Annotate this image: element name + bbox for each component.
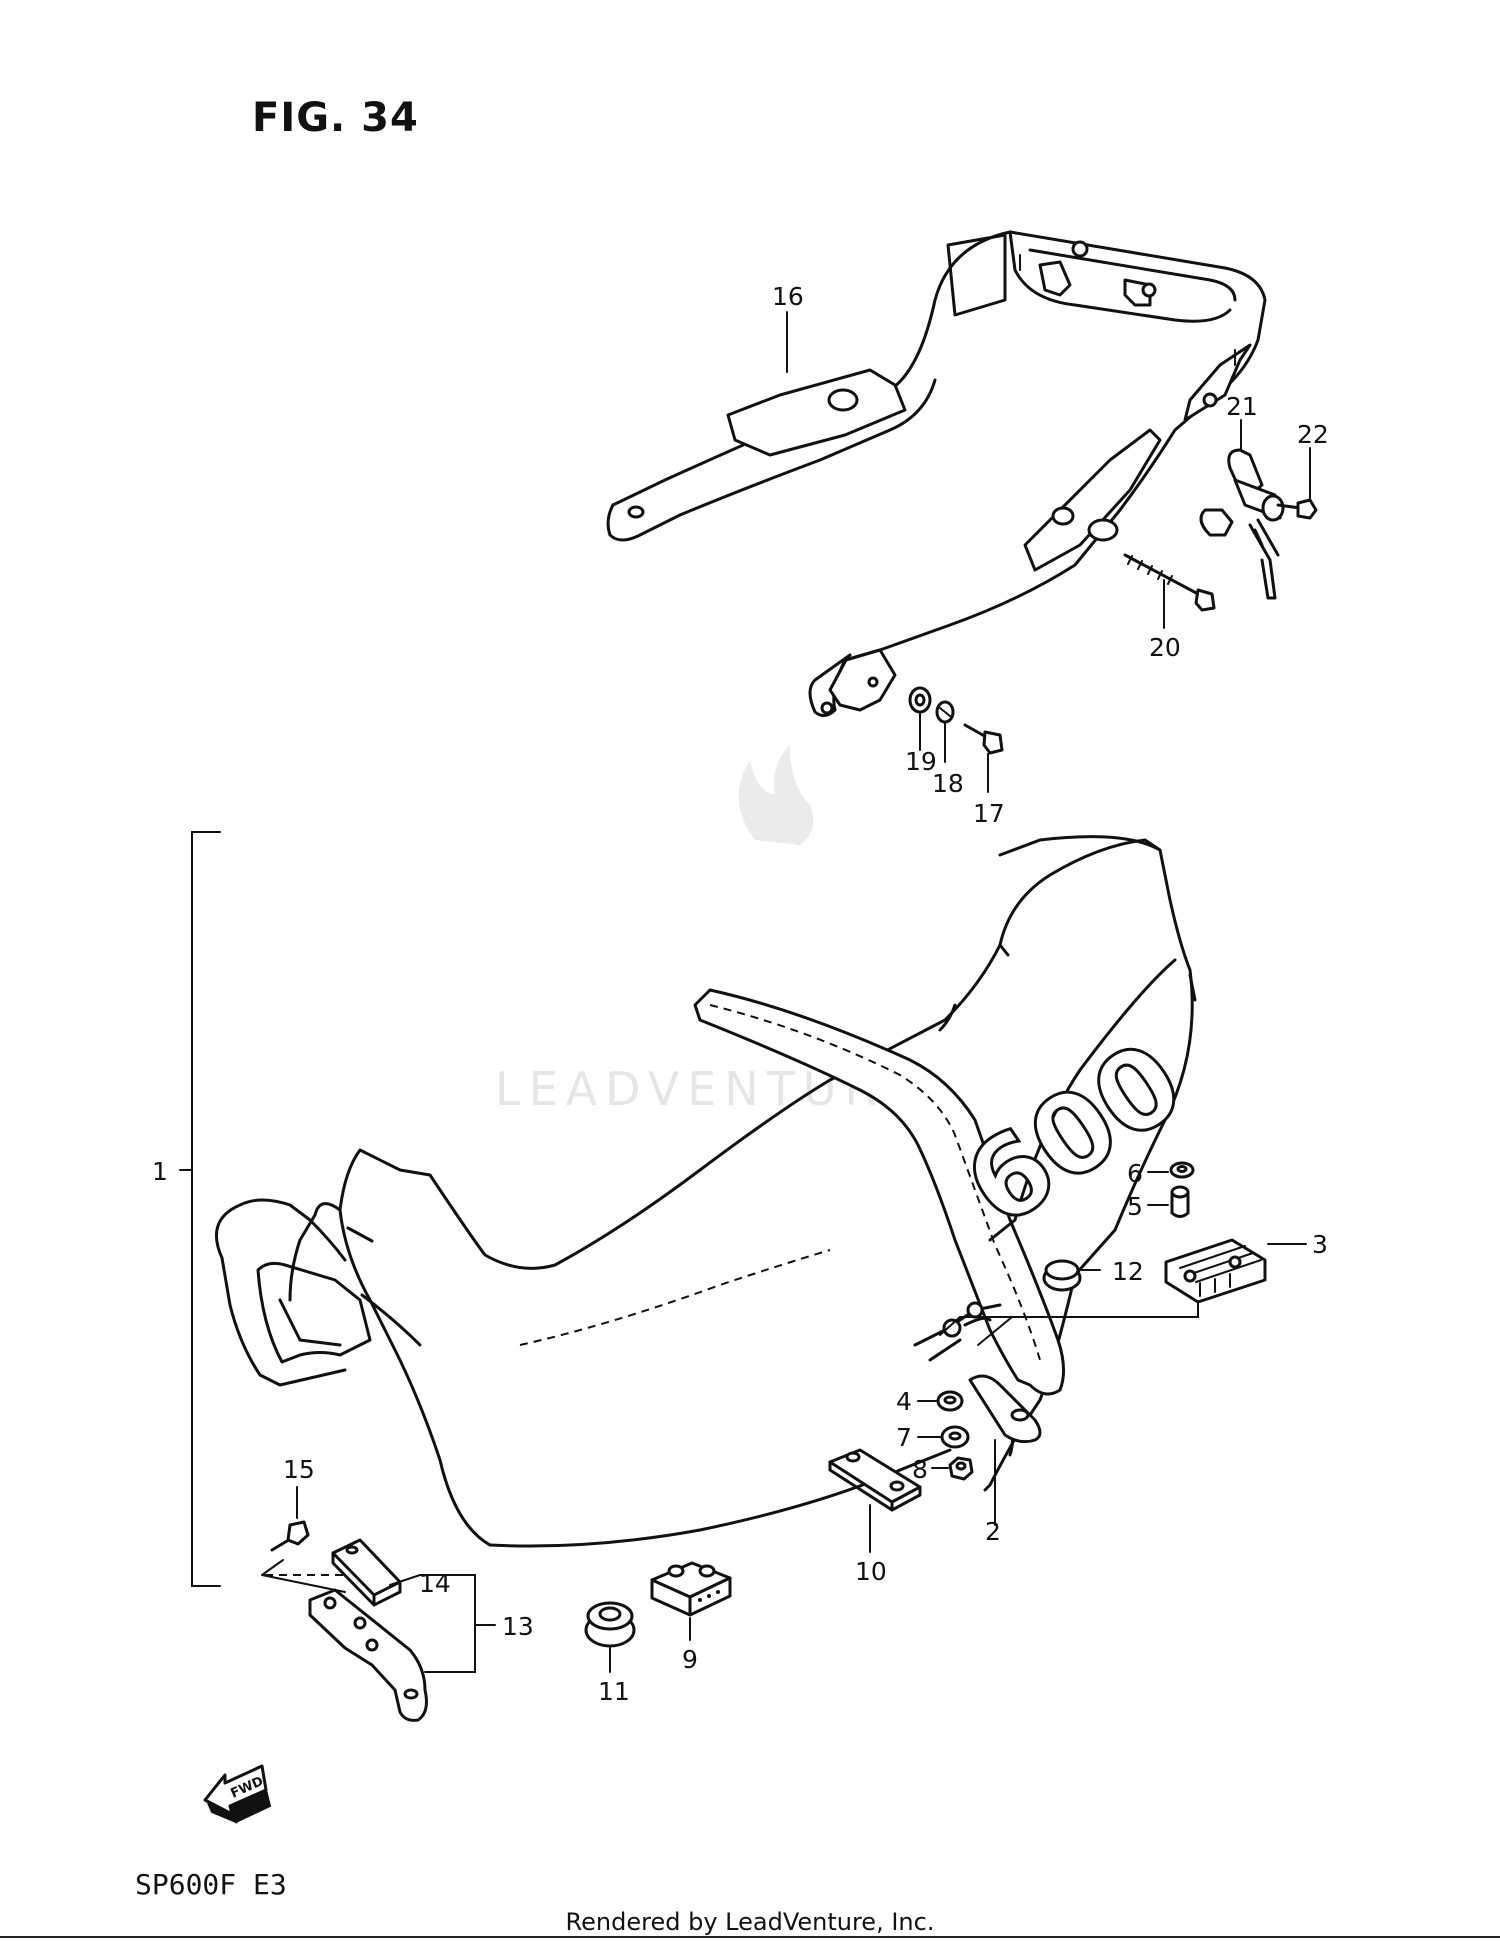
damper-part-3	[1164, 1238, 1267, 1304]
latch-bracket-part-13	[308, 1588, 428, 1722]
rubber-block-part-9	[650, 1561, 732, 1617]
screw-part-22	[1276, 498, 1318, 520]
callout-2: 2	[985, 1517, 1001, 1546]
callout-1: 1	[152, 1157, 168, 1186]
grommet-part-11	[584, 1601, 636, 1648]
bolt-part-17	[963, 723, 1004, 755]
callout-17: 17	[973, 799, 1005, 828]
callout-3: 3	[1312, 1230, 1328, 1259]
washer-part-4	[936, 1390, 964, 1412]
footer-divider	[0, 1936, 1500, 1938]
callout-labels: 1 2 3 4 5 6 7 8 9 10 11 12 13 14 15 16 1…	[152, 282, 1329, 1706]
callout-8: 8	[912, 1455, 928, 1484]
seat-assembly-part-1: 600	[214, 835, 1206, 1548]
callout-12: 12	[1112, 1257, 1144, 1286]
footer-credit: Rendered by LeadVenture, Inc.	[565, 1908, 935, 1936]
callout-7: 7	[896, 1423, 912, 1452]
washer-part-19	[908, 686, 932, 714]
plate-part-10	[828, 1448, 922, 1512]
spacer-part-5	[1170, 1185, 1190, 1218]
callout-6: 6	[1127, 1159, 1143, 1188]
washer-part-6	[1169, 1161, 1195, 1179]
bolt-part-20	[1123, 553, 1216, 612]
leader-lines	[179, 311, 1311, 1673]
seat-lock-part-21	[1199, 448, 1285, 600]
callout-9: 9	[682, 1645, 698, 1674]
callout-10: 10	[855, 1557, 887, 1586]
grommet-part-12	[1042, 1259, 1082, 1292]
callout-19: 19	[905, 747, 937, 776]
callout-11: 11	[598, 1677, 630, 1706]
callout-16: 16	[772, 282, 804, 311]
callout-22: 22	[1297, 420, 1329, 449]
callout-21: 21	[1226, 392, 1258, 421]
seat-hook-part-2	[968, 1374, 1042, 1444]
callout-14: 14	[419, 1569, 451, 1598]
callout-5: 5	[1127, 1192, 1143, 1221]
callout-20: 20	[1149, 633, 1181, 662]
screw-part-15	[270, 1520, 310, 1552]
washer-part-7	[940, 1425, 970, 1449]
callout-15: 15	[283, 1455, 315, 1484]
callout-18: 18	[932, 769, 964, 798]
nut-part-8	[948, 1456, 974, 1481]
model-code: SP600F E3	[135, 1868, 287, 1901]
callout-13: 13	[502, 1612, 534, 1641]
forward-arrow-icon: FWD	[203, 1764, 272, 1824]
rear-carrier-part-16	[606, 230, 1267, 717]
callout-4: 4	[896, 1387, 912, 1416]
washer-part-18	[935, 700, 955, 724]
figure-title: FIG. 34	[252, 95, 419, 141]
